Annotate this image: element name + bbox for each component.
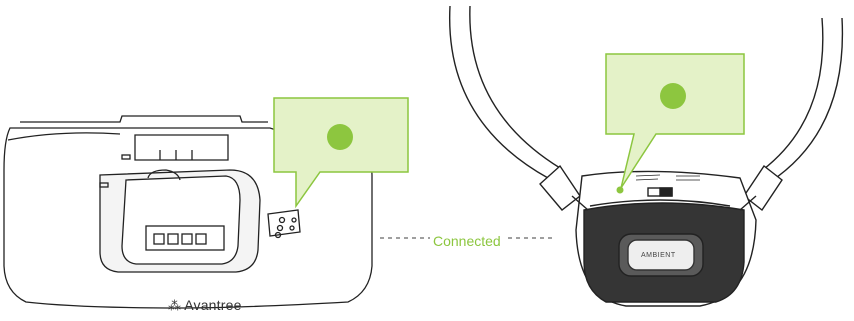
brand-name: Avantree	[184, 297, 242, 313]
brand-mark-icon: ⁂	[168, 298, 182, 313]
headset-callout	[605, 53, 745, 194]
transmitter-base-icon	[3, 115, 373, 309]
headset-led-dot	[616, 186, 624, 194]
indicator-led-icon	[327, 124, 353, 150]
connection-status-label: Connected	[433, 233, 501, 249]
transmitter-callout	[273, 97, 409, 209]
indicator-led-icon	[660, 83, 686, 109]
ambient-button-label: AMBIENT	[641, 252, 676, 259]
neckband-headset-icon	[448, 5, 844, 307]
brand-logo: ⁂Avantree	[168, 297, 242, 314]
